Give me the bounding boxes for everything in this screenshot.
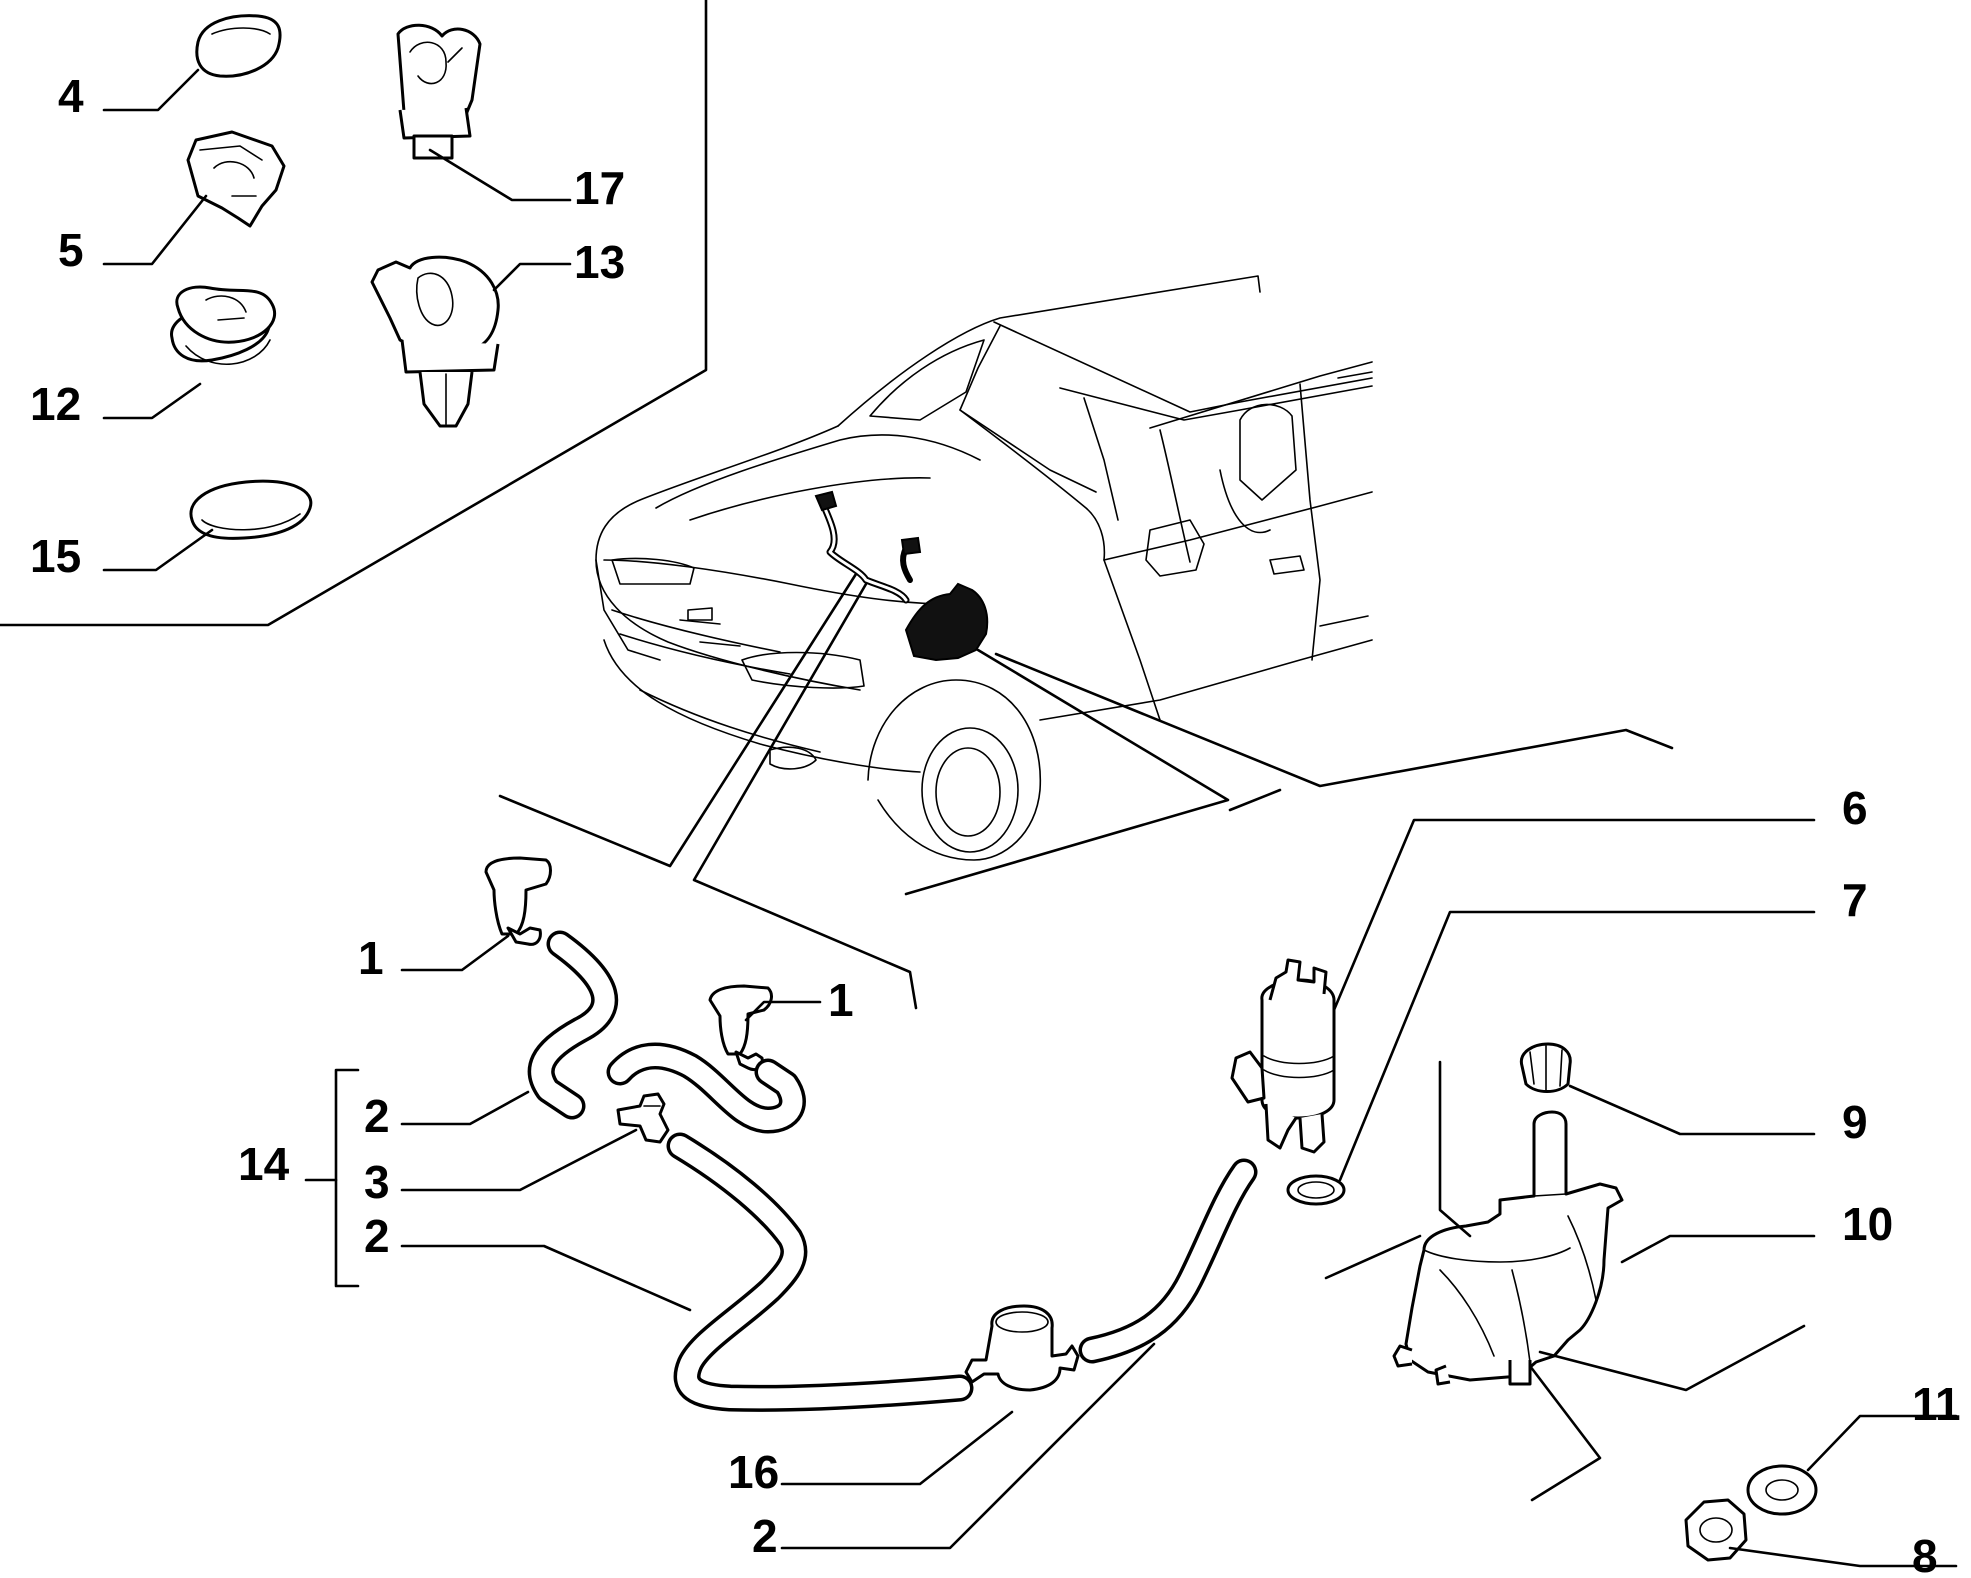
part-8-nut — [1684, 1498, 1748, 1562]
part-13-clip — [370, 255, 500, 428]
part-17-clip — [396, 23, 482, 160]
hose-right-upper — [606, 1042, 806, 1134]
label-2-lower: 2 — [364, 1210, 390, 1262]
part-1-nozzle-right — [708, 984, 773, 1072]
part-12-clip — [170, 285, 276, 366]
part-1-nozzle-left — [484, 856, 552, 946]
label-8: 8 — [1912, 1530, 1938, 1578]
label-14: 14 — [238, 1138, 290, 1190]
label-12: 12 — [30, 378, 81, 430]
bracket-14 — [304, 1068, 360, 1288]
label-3: 3 — [364, 1156, 390, 1208]
leader-lines — [102, 68, 1958, 1568]
hose-lower-main — [666, 1132, 974, 1412]
part-6-pump — [1230, 958, 1336, 1154]
label-1-right: 1 — [828, 974, 854, 1026]
part-3-t-connector — [616, 1092, 670, 1144]
part-10-reservoir — [1392, 1110, 1624, 1386]
label-9: 9 — [1842, 1096, 1868, 1148]
label-6: 6 — [1842, 782, 1868, 834]
label-4: 4 — [58, 70, 84, 122]
part-15-seal — [189, 479, 313, 540]
label-2-bottom: 2 — [752, 1510, 778, 1562]
label-10: 10 — [1842, 1198, 1893, 1250]
label-13: 13 — [574, 236, 625, 288]
label-5: 5 — [58, 224, 84, 276]
inset-frame — [0, 0, 708, 627]
part-11-washer — [1746, 1464, 1818, 1516]
part-16-valve — [964, 1304, 1080, 1392]
hose-left-upper — [527, 930, 619, 1120]
label-15: 15 — [30, 530, 81, 582]
label-7: 7 — [1842, 874, 1868, 926]
label-1-left: 1 — [358, 932, 384, 984]
part-4-plug — [195, 14, 282, 78]
label-11: 11 — [1912, 1378, 1961, 1430]
callout-labels: 4 5 12 15 17 13 6 7 1 1 2 14 3 2 9 10 11… — [30, 70, 1961, 1578]
car-illustration — [498, 275, 1674, 1010]
label-17: 17 — [574, 162, 625, 214]
hose-right-lower — [1078, 1158, 1258, 1364]
part-5-clip — [186, 130, 286, 228]
label-2-upper: 2 — [364, 1090, 390, 1142]
part-7-seal — [1286, 1174, 1346, 1206]
label-16: 16 — [728, 1446, 779, 1498]
part-9-cap — [1519, 1042, 1572, 1093]
